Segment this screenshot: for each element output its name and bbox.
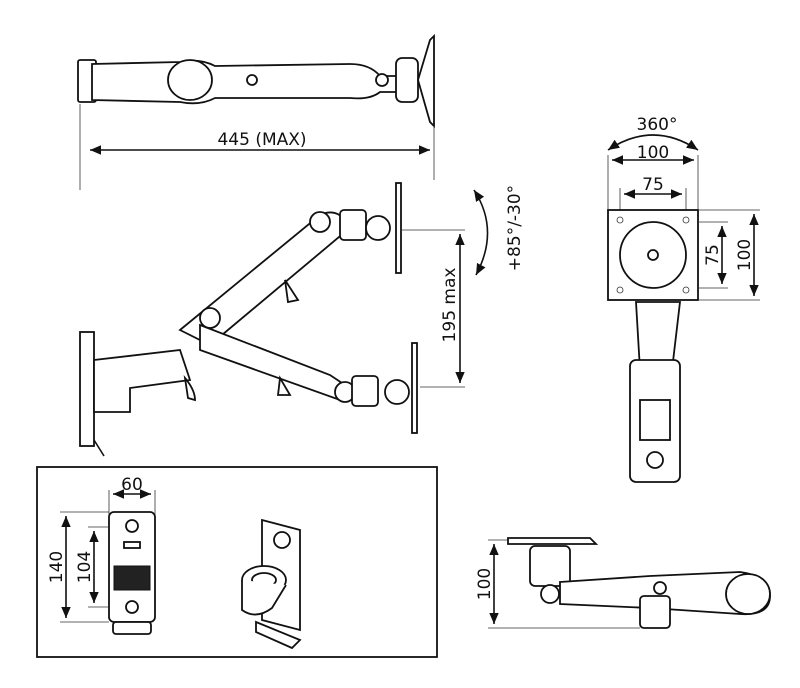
vesa-outer-width-label: 100 [637,143,669,163]
arm-reach-label: 445 (MAX) [217,130,306,150]
vesa-inner-height-label: 75 [703,244,723,266]
side-view: 195 max +85°/-30° [79,182,525,457]
vesa-outer-height-label: 100 [735,239,755,271]
bottom-view: 100 [475,537,771,629]
plate-width-label: 60 [121,475,143,495]
tilt-range-label: +85°/-30° [505,185,525,271]
bottom-height-label: 100 [475,568,495,600]
vesa-view: 360° 100 75 75 100 [607,115,760,483]
vesa-inner-width-label: 75 [642,175,664,195]
height-adjust-label: 195 max [440,268,460,343]
plate-outer-height-label: 140 [47,551,67,583]
top-view: 445 (MAX) [77,33,435,190]
plate-inner-height-label: 104 [75,551,95,583]
rotation-label: 360° [637,115,678,135]
wall-plate-detail: 60 140 104 [36,466,438,658]
